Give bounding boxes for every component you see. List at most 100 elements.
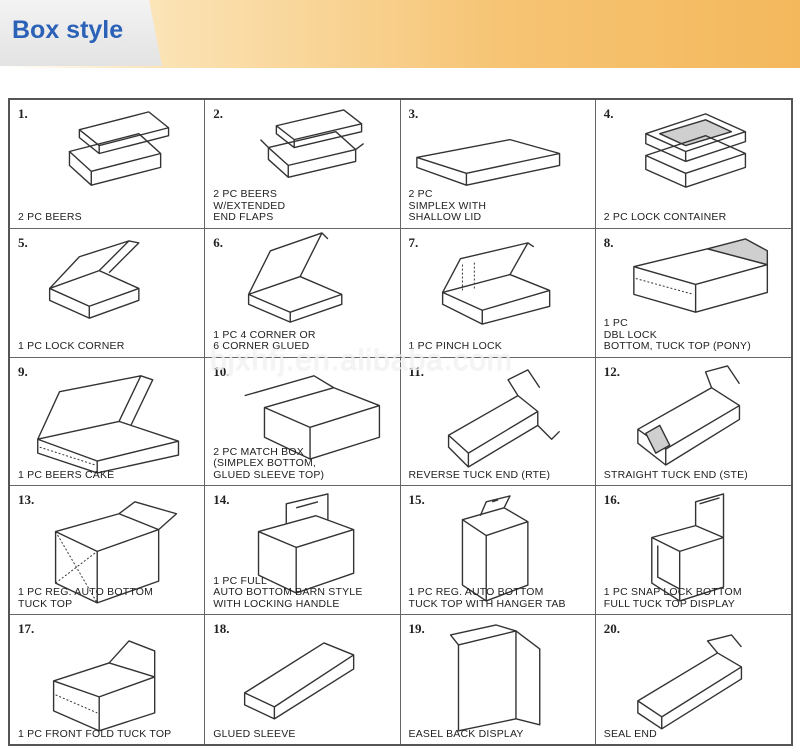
box-style-number: 10.	[213, 363, 230, 379]
box-style-label-line: 1 PC	[603, 317, 628, 330]
box-style-cell-20: 20. SEAL END	[596, 615, 791, 744]
box-style-label-line: 1 PC REG. AUTO BOTTOM	[408, 586, 544, 599]
box-style-number: 14.	[213, 492, 230, 508]
box-style-label: STRAIGHT TUCK END (STE)	[604, 469, 748, 482]
box-style-cell-11: 11.REVERSE TUCK END (RTE)	[400, 357, 596, 487]
box-style-number: 8.	[603, 234, 614, 250]
barn-handle-box-icon	[205, 486, 399, 614]
box-style-number: 19.	[408, 621, 425, 637]
box-style-label: 2 PC LOCK CONTAINER	[604, 212, 727, 224]
box-style-number: 18.	[213, 621, 230, 637]
box-style-cell-4: 4. 2 PC LOCK CONTAINER	[595, 100, 791, 229]
front-fold-box-icon	[10, 615, 204, 744]
box-style-label-line: 1 PC 4 CORNER OR	[213, 328, 316, 341]
box-style-label: 2 PC MATCH BOX(SIMPLEX BOTTOM,GLUED SLEE…	[213, 445, 325, 482]
box-style-label-line: GLUED SLEEVE TOP)	[213, 468, 325, 481]
box-style-number: 4.	[603, 106, 614, 121]
box-style-cell-17: 17.1 PC FRONT FOLD TUCK TOP	[10, 615, 206, 744]
box-style-label-line: BOTTOM, TUCK TOP (PONY)	[603, 340, 751, 353]
box-style-number: 3.	[408, 106, 419, 121]
box-style-label-line: SEAL END	[603, 727, 657, 740]
box-style-number: 20.	[603, 621, 620, 637]
box-style-cell-18: 18. GLUED SLEEVE	[205, 615, 401, 744]
box-style-number: 7.	[408, 234, 419, 250]
box-style-number: 2.	[213, 106, 223, 121]
box-style-cell-12: 12. STRAIGHT TUCK END (STE)	[595, 358, 791, 487]
box-style-label-line: 6 CORNER GLUED	[213, 340, 310, 353]
header-tab	[0, 0, 162, 66]
box-style-label-line: FULL TUCK TOP DISPLAY	[603, 597, 735, 610]
box-style-label-line: 1 PC SNAP LOCK BOTTOM	[603, 586, 742, 599]
box-style-label: 1 PC PINCH LOCK	[409, 341, 502, 353]
box-style-cell-10: 10. 2 PC MATCH BOX(SIMPLEX BOTTOM,GLUED S…	[205, 357, 401, 487]
box-style-label-line: 2 PC BEERS	[18, 211, 82, 224]
box-style-label-line: DBL LOCK	[603, 328, 657, 341]
box-style-cell-19: 19. EASEL BACK DISPLAY	[401, 615, 596, 744]
easel-back-display-icon	[401, 615, 595, 744]
seal-end-box-icon	[596, 615, 791, 744]
box-style-label-line: 1 PC REG. AUTO BOTTOM	[18, 586, 154, 599]
box-style-label-line: 1 PC FRONT FOLD TUCK TOP	[18, 727, 172, 740]
box-style-label-line: TUCK TOP	[18, 597, 73, 610]
box-style-label-line: TUCK TOP WITH HANGER TAB	[408, 597, 566, 610]
box-style-label: SEAL END	[603, 727, 657, 741]
shallow-lid-box-icon	[401, 100, 595, 228]
box-style-label-line: 1 PC FULL	[213, 574, 267, 587]
box-style-label-line: SHALLOW LID	[408, 211, 482, 224]
box-style-number: 12.	[603, 363, 620, 379]
box-style-label-line: 2 PC LOCK CONTAINER	[603, 211, 727, 224]
box-style-number: 5.	[18, 234, 28, 250]
box-style-number: 13.	[18, 492, 35, 508]
display-box-icon	[596, 486, 791, 614]
page-title: Box style	[12, 16, 124, 44]
lock-corner-box-icon	[10, 229, 204, 357]
pinch-lock-box-icon	[401, 229, 595, 357]
box-style-label: 1 PC LOCK CORNER	[18, 341, 124, 353]
two-piece-tray-box-icon	[10, 100, 204, 228]
match-box-icon	[205, 358, 399, 486]
box-style-cell-9: 9.1 PC BEERS CAKE	[10, 357, 206, 487]
box-style-label-line: EASEL BACK DISPLAY	[408, 727, 524, 740]
box-style-label-line: 1 PC LOCK CORNER	[18, 340, 125, 353]
box-style-label: 2 PC BEERS	[18, 212, 82, 224]
corner-glued-box-icon	[205, 229, 399, 357]
glued-sleeve-icon	[205, 615, 399, 744]
box-style-label-line: GLUED SLEEVE	[213, 727, 296, 740]
box-style-label-line: 1 PC PINCH LOCK	[408, 340, 502, 353]
box-style-label-line: (SIMPLEX BOTTOM,	[213, 457, 317, 470]
header-banner: Box style	[0, 0, 800, 68]
box-style-cell-1: 1.2 PC BEERS	[10, 100, 206, 229]
box-style-label-line: 1 PC BEERS CAKE	[18, 468, 115, 481]
reverse-tuck-end-box-icon	[401, 358, 595, 486]
box-style-label-line: WITH LOCKING HANDLE	[213, 597, 340, 610]
double-lock-box-icon	[596, 229, 791, 357]
box-style-number: 6.	[213, 234, 223, 250]
lock-container-box-icon	[596, 100, 791, 228]
box-style-label-line: 2 PC MATCH BOX	[213, 445, 304, 458]
box-style-label-line: 2 PC BEERS	[213, 188, 278, 201]
hanger-tab-box-icon	[401, 486, 595, 614]
box-style-label-line: W/EXTENDED	[213, 199, 286, 212]
box-style-cell-5: 5. 1 PC LOCK CORNER	[10, 228, 206, 358]
box-style-label: EASEL BACK DISPLAY	[408, 727, 524, 741]
box-style-cell-7: 7. 1 PC PINCH LOCK	[400, 228, 596, 358]
box-style-label-line: AUTO BOTTOM BARN STYLE	[213, 586, 363, 599]
